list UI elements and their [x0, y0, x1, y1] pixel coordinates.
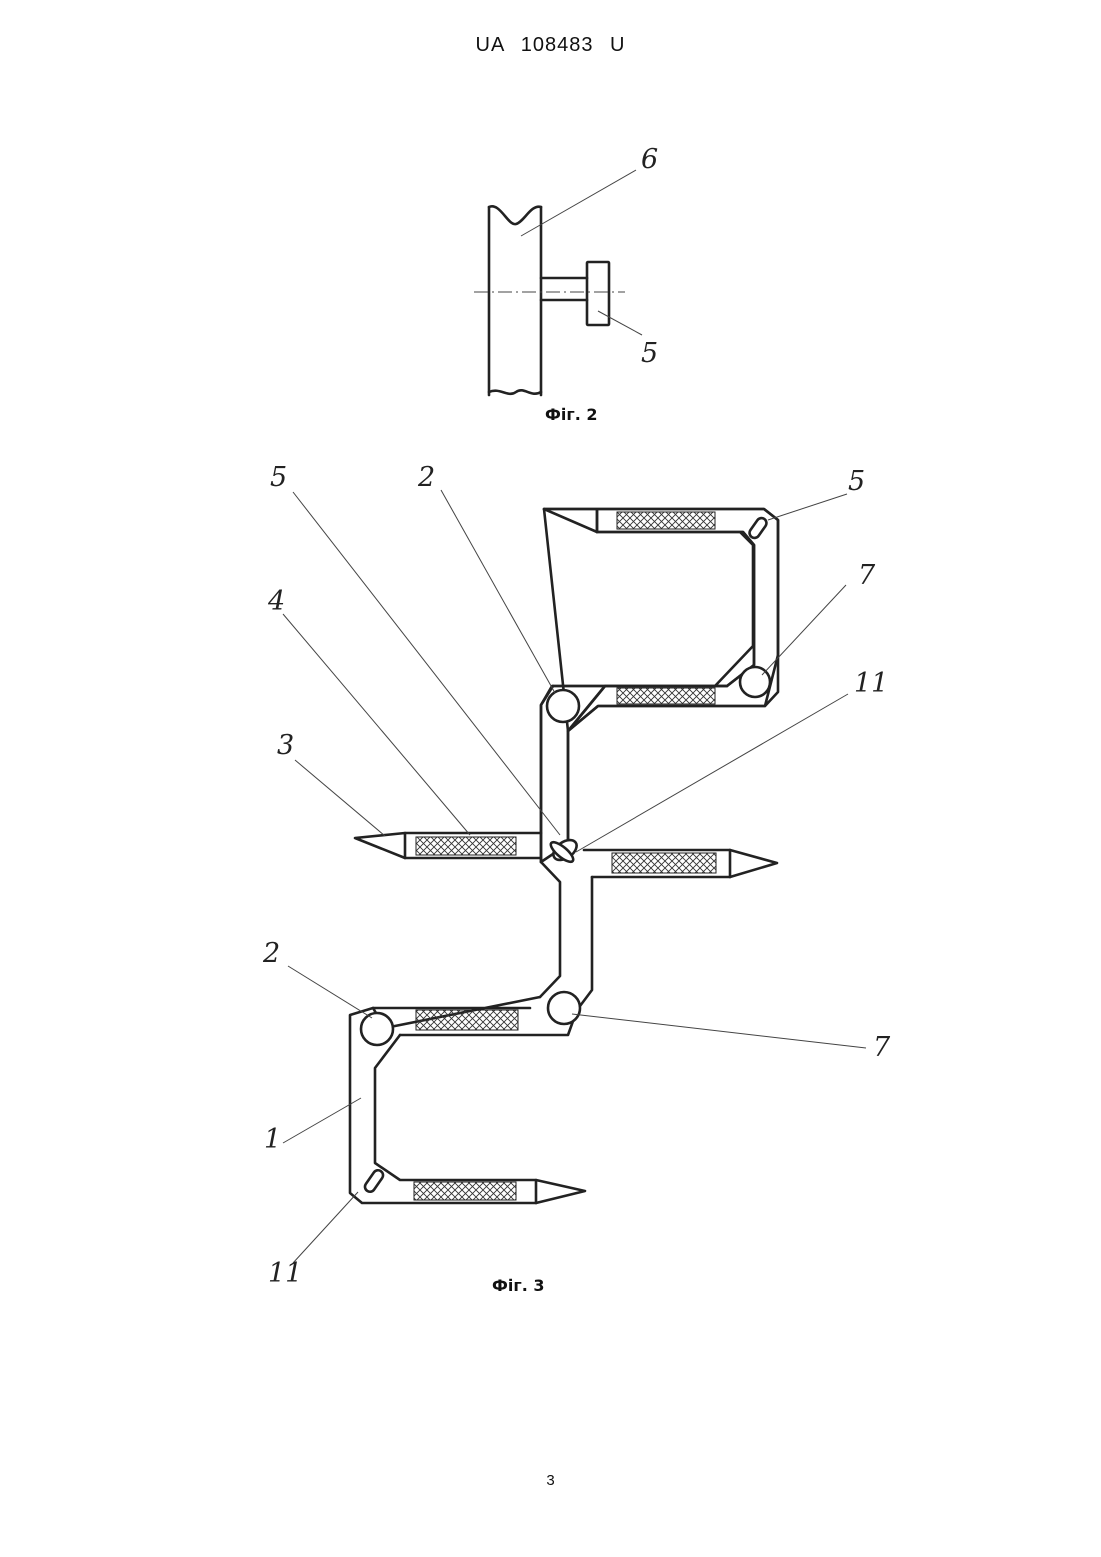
label-1: 1 — [264, 1124, 281, 1155]
lower-joint-7 — [548, 992, 580, 1024]
lower-middle-grip — [416, 1010, 518, 1030]
right-prong-grip — [612, 853, 716, 873]
label-11: 11 — [268, 1258, 302, 1289]
upper-joint-2 — [547, 690, 579, 722]
leader-3 — [295, 760, 385, 836]
leader-5-upper-right — [768, 494, 847, 520]
figure-3-caption: Фіг. 3 — [492, 1276, 545, 1295]
label-5: 5 — [270, 462, 287, 493]
label-11: 11 — [854, 668, 888, 699]
label-7: 7 — [858, 560, 876, 591]
leader-6 — [521, 170, 636, 236]
leader-11-upper — [576, 694, 848, 852]
label-6: 6 — [641, 144, 658, 175]
rod-top-break — [489, 206, 541, 224]
figure-2-caption: Фіг. 2 — [545, 405, 598, 424]
lower-joint-2 — [361, 1013, 393, 1045]
leader-5 — [598, 311, 642, 335]
upper-top-grip — [617, 512, 715, 529]
lower-slot-11 — [363, 1168, 385, 1193]
label-4: 4 — [267, 586, 285, 617]
label-3: 3 — [277, 730, 294, 761]
lower-bottom-grip — [414, 1182, 516, 1200]
figure-3-drawing: 5 2 5 4 7 11 3 2 7 1 11 — [262, 462, 891, 1289]
figure-2-drawing: 6 5 — [474, 144, 658, 395]
page-number: 3 — [0, 1472, 1101, 1489]
label-2: 2 — [262, 938, 280, 969]
label-2: 2 — [417, 462, 435, 493]
lower-prong — [536, 1180, 585, 1203]
leader-11-lower — [293, 1192, 358, 1263]
rod-bottom-break — [489, 390, 541, 394]
label-7: 7 — [873, 1032, 891, 1063]
label-5: 5 — [848, 466, 865, 497]
pin-shank — [541, 278, 587, 300]
leader-4 — [283, 614, 470, 835]
upper-middle-grip — [617, 688, 715, 704]
left-prong-grip — [416, 837, 516, 855]
leader-2-lower — [288, 966, 372, 1018]
right-prong — [730, 850, 777, 877]
leader-2-upper — [441, 490, 555, 693]
leader-7-lower — [572, 1014, 866, 1048]
lower-vertical-link — [540, 862, 592, 1010]
label-5: 5 — [641, 338, 658, 369]
left-prong — [355, 833, 405, 858]
